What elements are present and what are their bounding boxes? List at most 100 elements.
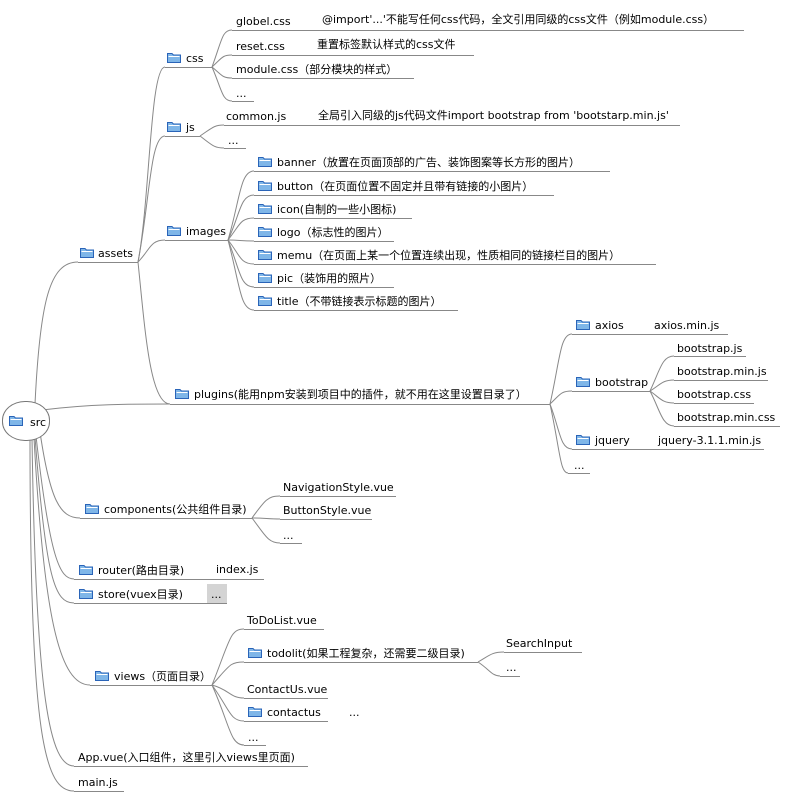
app-vue[interactable]: App.vue(入口组件，这里引入views里页面) [78, 751, 295, 764]
bootstrap-min-js[interactable]: bootstrap.min.js [677, 365, 767, 378]
images-node[interactable]: images [186, 225, 226, 238]
edge-images-icon [227, 217, 255, 241]
edge-css-reset [211, 54, 233, 68]
edge-images-memu [227, 239, 255, 265]
images-banner[interactable]: banner（放置在页面顶部的广告、装饰图案等长方形的图片） [277, 156, 580, 169]
components-node[interactable]: components(公共组件目录) [104, 503, 247, 516]
edge-js-common [199, 124, 225, 137]
router-node[interactable]: router(路由目录) [98, 564, 185, 577]
module-css[interactable]: module.css（部分模块的样式） [236, 63, 398, 76]
reset-css-note: 重置标签默认样式的css文件 [317, 38, 456, 51]
images-pic[interactable]: pic（装饰用的照片） [277, 272, 382, 285]
folder-icon [248, 706, 262, 717]
css-node[interactable]: css [186, 52, 204, 65]
edge-images-pic [227, 239, 255, 288]
edge-views-todolist [211, 628, 245, 686]
folder-icon [79, 564, 93, 575]
folder-icon [258, 203, 272, 214]
main-js[interactable]: main.js [78, 776, 118, 789]
contactus-vue[interactable]: ContactUs.vue [247, 683, 328, 696]
common-js-note: 全局引入同级的js代码文件import bootstrap from 'boot… [318, 109, 669, 122]
js-more[interactable]: ... [228, 134, 239, 147]
images-button[interactable]: button（在页面位置不固定并且带有链接的小图片） [277, 180, 534, 193]
bootstrap-node[interactable]: bootstrap [595, 376, 649, 389]
edge-comp-more [251, 517, 281, 544]
views-more[interactable]: ... [248, 731, 259, 744]
css-more[interactable]: ... [236, 87, 247, 100]
contactus-node[interactable]: contactus [267, 706, 321, 719]
folder-icon [576, 376, 590, 387]
axios-node[interactable]: axios [595, 319, 624, 332]
jquery-file[interactable]: jquery-3.1.1.min.js [658, 434, 762, 447]
edge-views-contactus-vue [211, 684, 245, 699]
folder-icon [576, 319, 590, 330]
jquery-node[interactable]: jquery [595, 434, 630, 447]
folder-icon [79, 588, 93, 599]
common-js[interactable]: common.js [226, 110, 287, 123]
edge-assets-plugins [137, 261, 171, 405]
todolit-more[interactable]: ... [506, 661, 517, 674]
edge-comp-btn [251, 517, 281, 520]
contactus-more[interactable]: ... [349, 706, 360, 719]
folder-icon [80, 247, 94, 258]
folder-icon [576, 434, 590, 445]
folder-icon [95, 670, 109, 681]
edge-src-views [33, 437, 91, 686]
edge-src-main [29, 437, 75, 792]
edge-bootstrap-min-css [649, 390, 675, 427]
folder-icon [175, 388, 189, 399]
images-logo[interactable]: logo（标志性的图片） [277, 226, 389, 239]
edge-images-title [227, 239, 255, 311]
edge-css-module [211, 66, 233, 79]
edge-comp-nav [251, 495, 281, 519]
folder-icon [167, 225, 181, 236]
globel-css-note: @import'...'不能写任何css代码，全文引用同级的css文件（例如mo… [322, 13, 715, 26]
edge-assets-js [137, 135, 166, 263]
images-icon[interactable]: icon(自制的一些小图标) [277, 203, 397, 216]
plugins-more[interactable]: ... [574, 459, 585, 472]
buttonstyle-vue[interactable]: ButtonStyle.vue [283, 504, 372, 517]
edge-images-logo [227, 239, 255, 242]
globel-css[interactable]: globel.css [236, 15, 291, 28]
edge-bootstrap-min-js [649, 379, 675, 392]
store-node[interactable]: store(vuex目录) [98, 588, 183, 601]
edge-src-store [34, 436, 75, 604]
edge-todolit-search [477, 651, 505, 663]
todolist-vue[interactable]: ToDoList.vue [247, 614, 317, 627]
edge-views-more [211, 684, 245, 746]
folder-icon [258, 226, 272, 237]
todolit-node[interactable]: todolit(如果工程复杂，还需要二级目录) [267, 647, 465, 660]
views-node[interactable]: views（页面目录） [114, 670, 212, 683]
folder-icon [248, 647, 262, 658]
edge-views-contactus [211, 684, 245, 722]
store-more[interactable]: ... [211, 588, 222, 601]
bootstrap-min-css[interactable]: bootstrap.min.css [677, 411, 776, 424]
edge-plugins-more [549, 403, 569, 474]
folder-icon [167, 52, 181, 63]
edge-bootstrap-css [649, 390, 675, 404]
bootstrap-css[interactable]: bootstrap.css [677, 388, 752, 401]
axios-file[interactable]: axios.min.js [654, 319, 720, 332]
images-title[interactable]: title（不带链接表示标题的图片） [277, 295, 442, 308]
folder-icon [258, 156, 272, 167]
bootstrap-js[interactable]: bootstrap.js [677, 342, 743, 355]
edge-src-router [35, 435, 75, 580]
root-label: src [30, 416, 47, 429]
folder-icon [85, 503, 99, 514]
edge-plugins-jquery [549, 403, 573, 450]
router-index-js[interactable]: index.js [216, 563, 259, 576]
folder-icon [9, 415, 23, 426]
edge-todolit-more [477, 661, 501, 677]
js-node[interactable]: js [186, 121, 195, 134]
reset-css[interactable]: reset.css [236, 40, 285, 53]
edge-src-app [31, 437, 75, 767]
assets-node[interactable]: assets [98, 247, 134, 260]
searchinput[interactable]: SearchInput [506, 637, 573, 650]
plugins-node[interactable]: plugins(能用npm安装到项目中的插件，就不用在这里设置目录了） [194, 388, 527, 401]
edge-bootstrap-js [649, 355, 675, 392]
images-memu[interactable]: memu（在页面上某一个位置连续出现，性质相同的链接栏目的图片） [277, 249, 621, 262]
store-more-highlight [207, 584, 227, 604]
components-more[interactable]: ... [283, 529, 294, 542]
edge-src-plugins [41, 403, 171, 411]
navigationstyle-vue[interactable]: NavigationStyle.vue [283, 481, 394, 494]
